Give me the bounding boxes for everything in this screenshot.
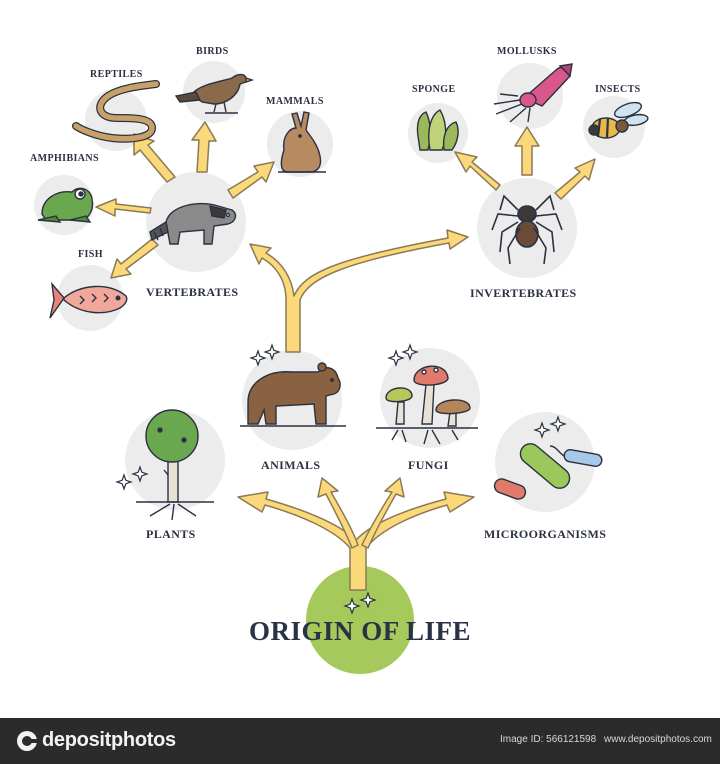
origin-circle (306, 566, 414, 674)
rabbit-icon (278, 111, 326, 173)
footer-brand: depositphotos (42, 729, 176, 751)
spider-icon (491, 194, 563, 265)
bird-icon (174, 73, 255, 114)
footer-image-id: Image ID: 566121598 (500, 734, 597, 745)
diagram-svg (34, 61, 649, 674)
fish-icon (49, 281, 128, 319)
label-fish: FISH (78, 249, 103, 260)
label-plants: PLANTS (146, 527, 196, 541)
label-reptiles: REPTILES (90, 69, 143, 80)
label-mammals: MAMMALS (266, 96, 324, 107)
raccoon-icon (149, 202, 237, 245)
label-sponge: SPONGE (412, 84, 456, 95)
frog-icon (37, 187, 94, 223)
label-animals: ANIMALS (261, 458, 321, 472)
label-insects: INSECTS (595, 84, 641, 95)
label-amphibians: AMPHIBIANS (30, 153, 100, 164)
diagram-canvas: BIRDS REPTILES MAMMALS AMPHIBIANS FISH V… (30, 46, 649, 674)
label-invertebrates: INVERTEBRATES (470, 286, 577, 300)
node-circles (34, 61, 645, 674)
snake-icon (72, 80, 160, 143)
label-mollusks: MOLLUSKS (497, 46, 557, 57)
bear-icon (240, 362, 346, 427)
mushroom-icon (376, 365, 478, 445)
tree-icon (136, 409, 214, 521)
squid-icon (493, 63, 573, 123)
label-vertebrates: VERTEBRATES (146, 285, 239, 299)
sponge-icon (416, 109, 459, 151)
diagram-title: ORIGIN OF LIFE (248, 616, 472, 646)
bacteria-icon (493, 443, 603, 500)
footer-site: www.depositphotos.com (604, 734, 712, 745)
label-microorganisms: MICROORGANISMS (484, 527, 607, 541)
bee-icon (588, 101, 649, 139)
label-fungi: FUNGI (408, 458, 449, 472)
depositphotos-logo-icon (17, 731, 38, 751)
label-birds: BIRDS (196, 46, 229, 57)
arrows (95, 121, 596, 591)
watermark-footer: depositphotos Image ID: 566121598 www.de… (0, 718, 720, 764)
